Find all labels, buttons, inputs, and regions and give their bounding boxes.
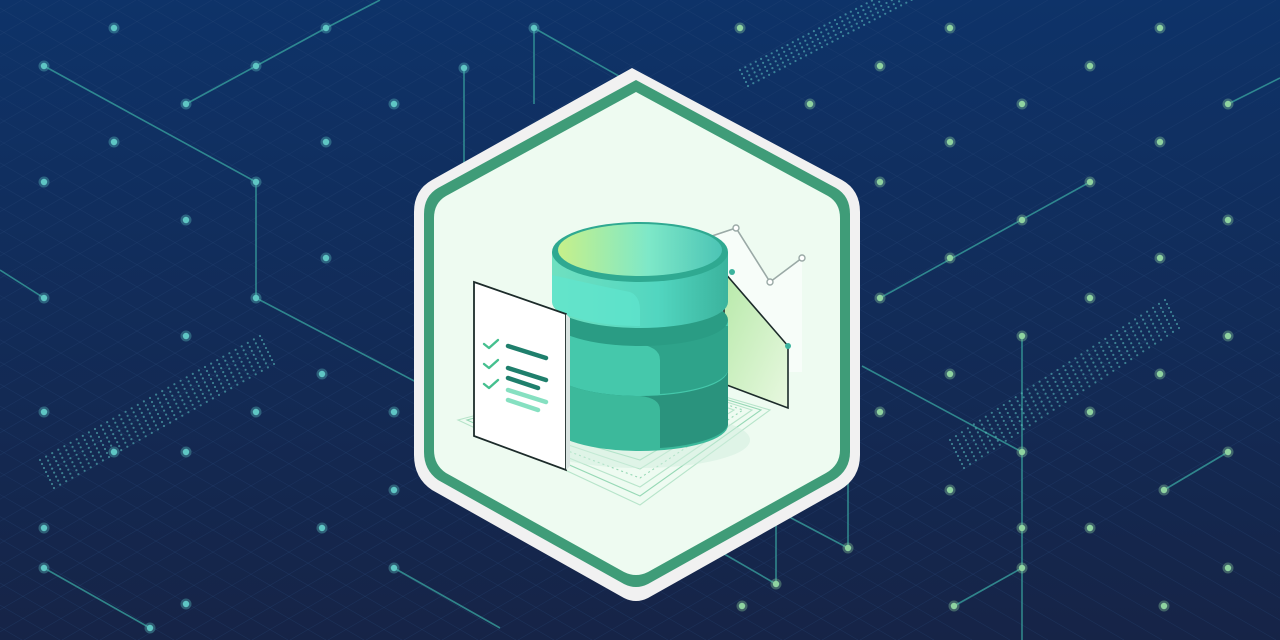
checklist-line — [505, 365, 549, 383]
chart-point — [785, 343, 791, 349]
circuit-line — [393, 567, 501, 629]
check-mark-icon — [482, 358, 500, 370]
checklist-line — [505, 375, 541, 391]
check-mark-icon — [482, 338, 500, 350]
circuit-line — [1227, 77, 1280, 105]
chart-point — [798, 254, 806, 262]
checklist-line — [505, 397, 541, 413]
chart-point — [729, 269, 735, 275]
dotted-stripes — [38, 0, 1181, 490]
chart-line — [699, 227, 803, 284]
checklist-line — [505, 343, 549, 361]
circuit-nodes — [38, 22, 1234, 634]
database-disk-top-highlight — [552, 275, 640, 327]
circuit-line — [1163, 451, 1229, 491]
chart-point — [732, 224, 740, 232]
chart-point — [766, 278, 774, 286]
circuit-line — [185, 0, 381, 105]
circuit-line — [43, 65, 421, 385]
database-disk-top-surface — [558, 224, 722, 276]
checklist-line — [505, 387, 549, 405]
circuit-line — [0, 269, 45, 299]
checklist-card-edge — [566, 314, 570, 470]
checklist-card — [473, 280, 567, 472]
circuit-line — [879, 181, 1091, 299]
circuit-line — [43, 567, 151, 629]
database-icon — [552, 222, 728, 451]
checklist-icon — [473, 280, 570, 472]
circuit-line — [953, 567, 1023, 607]
check-mark-icon — [482, 378, 500, 390]
